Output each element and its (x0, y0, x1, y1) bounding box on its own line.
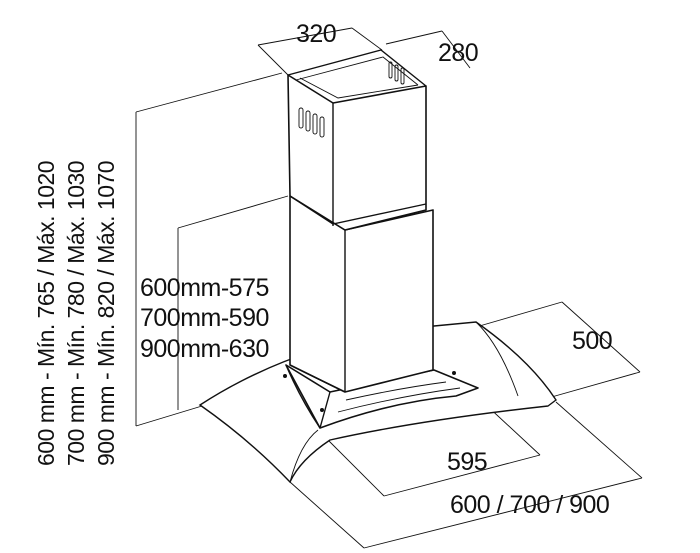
label-total-height-900: 900 mm - Mín. 820 / Máx. 1070 (93, 161, 119, 466)
vent-slots-rear (388, 61, 405, 85)
chimney-upper (287, 49, 427, 231)
label-glass-height-700: 700mm-590 (140, 304, 269, 332)
label-top-depth: 280 (438, 39, 478, 67)
label-outer-width: 600 / 700 / 900 (450, 491, 609, 519)
label-total-height-700: 700 mm - Mín. 780 / Máx. 1030 (63, 161, 89, 466)
chimney-lower (289, 195, 434, 393)
hood-base (283, 364, 479, 429)
dimension-lines (135, 27, 643, 549)
label-total-height-600: 600 mm - Mín. 765 / Máx. 1020 (33, 161, 59, 466)
vent-slots-left (298, 107, 325, 138)
label-glass-height-600: 600mm-575 (140, 274, 269, 302)
label-glass-height-900: 900mm-630 (140, 335, 269, 363)
dimension-labels: 320 280 500 595 600 / 700 / 900 600mm-57… (33, 20, 613, 519)
label-inner-width: 595 (447, 448, 487, 476)
label-top-width: 320 (296, 20, 336, 48)
label-hood-depth: 500 (572, 327, 612, 355)
